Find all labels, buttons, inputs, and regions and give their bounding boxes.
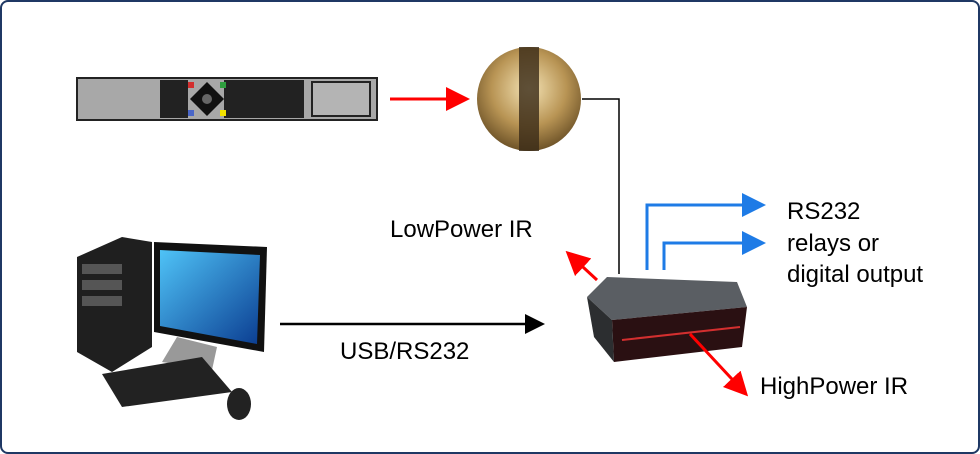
sensor-cable bbox=[582, 98, 620, 274]
relays-label-line2: digital output bbox=[787, 261, 924, 288]
computer-icon bbox=[77, 237, 267, 420]
relays-arrow bbox=[662, 231, 766, 270]
low-power-ir-arrow bbox=[565, 250, 599, 282]
rs232-label: RS232 bbox=[787, 198, 861, 225]
low-power-ir-label: LowPower IR bbox=[390, 216, 533, 243]
rs232-arrow bbox=[645, 193, 766, 270]
high-power-ir-label: HighPower IR bbox=[760, 373, 909, 400]
relays-label-line1: relays or bbox=[787, 230, 880, 257]
ir-device-icon bbox=[587, 277, 747, 362]
remote-control-icon bbox=[76, 77, 378, 121]
ir-sensor-icon bbox=[477, 47, 581, 151]
usb-rs232-label: USB/RS232 bbox=[340, 338, 470, 365]
high-power-ir-arrow bbox=[688, 332, 749, 397]
